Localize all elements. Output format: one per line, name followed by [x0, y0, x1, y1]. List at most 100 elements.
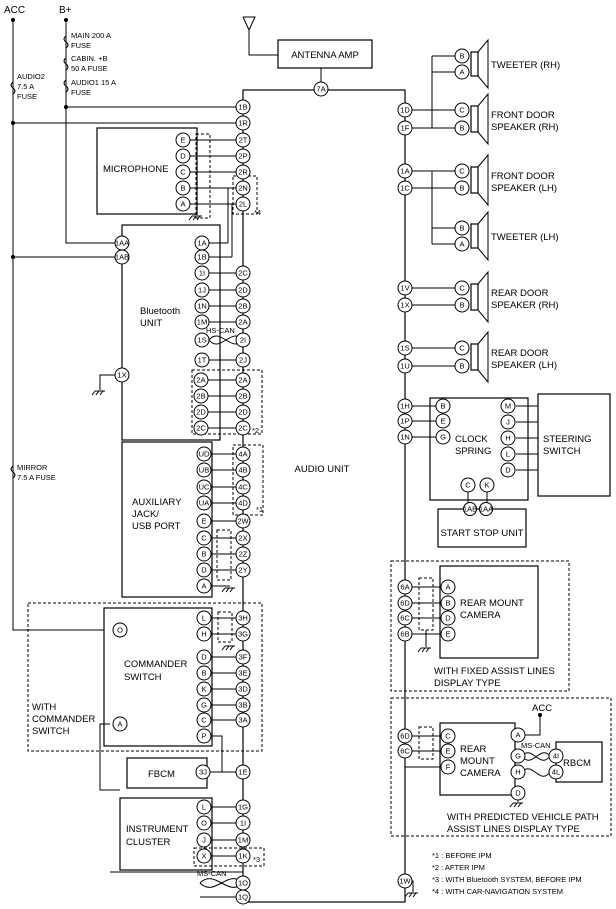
audio-unit-label: AUDIO UNIT: [295, 464, 350, 475]
audio-pin-right-7: 1U: [397, 358, 413, 374]
svg-text:D: D: [505, 466, 511, 475]
cluster-pin-0: L: [196, 799, 212, 815]
instrument-cluster-box: [119, 797, 213, 871]
svg-text:1M: 1M: [238, 836, 248, 845]
bluetooth-unit: Bluetooth UNIT HS-CAN: [91, 188, 263, 441]
svg-text:1A: 1A: [400, 167, 409, 176]
acc-label: ACC: [4, 5, 25, 16]
svg-text:2R: 2R: [238, 168, 248, 177]
svg-text:C: C: [459, 344, 465, 353]
svg-text:B: B: [440, 402, 445, 411]
audio-pin-left-22: 2X: [235, 530, 251, 546]
clock-left-pin-1: E: [435, 413, 451, 429]
audio-pin-right-15: 6D: [397, 728, 413, 744]
svg-text:1G: 1G: [238, 803, 248, 812]
audio-pin-left-23: 2Z: [235, 546, 251, 562]
audio-pin-left-0: 1B: [235, 99, 251, 115]
svg-text:1H: 1H: [400, 402, 410, 411]
fuse-audio2-line2: 7.5 A: [17, 82, 34, 91]
fbcm-box: [126, 757, 208, 789]
aux-pin-0: UD: [196, 446, 212, 462]
svg-text:F: F: [446, 763, 451, 772]
antenna-amp-box: [277, 39, 373, 69]
audio-unit: AUDIO UNIT: [242, 89, 406, 903]
svg-text:C: C: [201, 534, 207, 543]
svg-text:1AA: 1AA: [115, 239, 129, 248]
audio-pin-right-8: 1H: [397, 398, 413, 414]
antenna: ANTENNA AMP: [242, 16, 373, 82]
svg-text:P: P: [201, 732, 206, 741]
clock-bottom-pin-c: C: [460, 477, 476, 493]
rear-camera-line1: REAR MOUNT: [460, 598, 524, 609]
svg-text:UD: UD: [199, 450, 210, 459]
audio-pin-left-25: 3H: [235, 610, 251, 626]
svg-text:UB: UB: [199, 466, 209, 475]
audio-pin-right-17: 1W: [397, 873, 413, 889]
clock-left-pin-2: G: [435, 429, 451, 445]
aux-pin-7: D: [196, 562, 212, 578]
rear-camera2-line1: REAR: [460, 744, 487, 755]
svg-text:1C: 1C: [400, 184, 410, 193]
fixed-lines-line1: WITH FIXED ASSIST LINES: [434, 666, 555, 677]
svg-text:C: C: [459, 284, 465, 293]
svg-text:3J: 3J: [199, 768, 207, 777]
clock-left-pin-0: B: [435, 398, 451, 414]
audio-pin-left-27: 3F: [235, 649, 251, 665]
svg-text:D: D: [201, 653, 207, 662]
svg-text:G: G: [515, 752, 521, 761]
svg-text:H: H: [515, 768, 520, 777]
bplus-label: B+: [59, 5, 72, 16]
cmd-pin-1: H: [196, 626, 212, 642]
fuse-cabin-line2: 50 A FUSE: [71, 64, 108, 73]
svg-text:2B: 2B: [238, 392, 247, 401]
svg-text:1X: 1X: [117, 371, 126, 380]
fuse-mirror-line2: 7.5 A FUSE: [17, 473, 56, 482]
cam2-pin-2: F: [440, 759, 456, 775]
footnote-1: *1 : BEFORE IPM: [432, 851, 492, 860]
audio-pin-left-21: 2W: [235, 513, 251, 529]
tw-rh-pin-a: A: [454, 64, 470, 80]
ipm-pin-1: 2B: [193, 388, 209, 404]
svg-text:1Q: 1Q: [238, 893, 248, 902]
cmd-pin-4: K: [196, 681, 212, 697]
rear-camera-predicted: REAR MOUNT CAMERA RBCM ACC MS-CAN WITH P…: [390, 697, 612, 837]
rear-camera2-line3: CAMERA: [460, 768, 501, 779]
svg-text:B: B: [180, 184, 185, 193]
clock-right-pin-2: H: [500, 430, 516, 446]
bt-pin-6: 1S: [194, 332, 210, 348]
rd-lh-pin-b: B: [454, 358, 470, 374]
mic-pin-1: D: [175, 148, 191, 164]
svg-text:E: E: [180, 136, 185, 145]
svg-text:6C: 6C: [400, 747, 410, 756]
audio-pin-left-29: 3D: [235, 681, 251, 697]
bt-pin-7: 1T: [194, 352, 210, 368]
mic-pin-2: C: [175, 164, 191, 180]
svg-text:7A: 7A: [316, 85, 325, 94]
fuse-cabin-line1: CABIN. +B: [71, 54, 107, 63]
start-stop-pin-1ab: 1AB: [463, 502, 477, 516]
clock-right-pin-4: D: [500, 462, 516, 478]
svg-text:E: E: [445, 747, 450, 756]
front-rh-line2: SPEAKER (RH): [491, 122, 559, 133]
svg-text:6D: 6D: [400, 732, 410, 741]
audio-pin-right-11: 6A: [397, 579, 413, 595]
rear-camera2-line2: MOUNT: [460, 756, 495, 767]
svg-text:C: C: [201, 716, 207, 725]
cam1-pin-2: D: [440, 610, 456, 626]
svg-text:O: O: [201, 819, 207, 828]
svg-text:1K: 1K: [238, 852, 247, 861]
svg-text:O: O: [117, 626, 123, 635]
svg-text:4A: 4A: [238, 450, 247, 459]
svg-text:2B: 2B: [196, 392, 205, 401]
fd-rh-pin-b: B: [454, 120, 470, 136]
rear-lh-line2: SPEAKER (LH): [491, 360, 557, 371]
svg-text:2J: 2J: [239, 356, 247, 365]
svg-text:C: C: [459, 167, 465, 176]
fd-lh-pin-b: B: [454, 180, 470, 196]
audio-pin-right-6: 1S: [397, 340, 413, 356]
svg-text:1AB: 1AB: [463, 505, 477, 514]
audio-pin-left-5: 2N: [235, 180, 251, 196]
ipm-pin-0: 2A: [193, 372, 209, 388]
audio-pin-left-34: 1I: [235, 815, 251, 831]
svg-text:6C: 6C: [400, 614, 410, 623]
